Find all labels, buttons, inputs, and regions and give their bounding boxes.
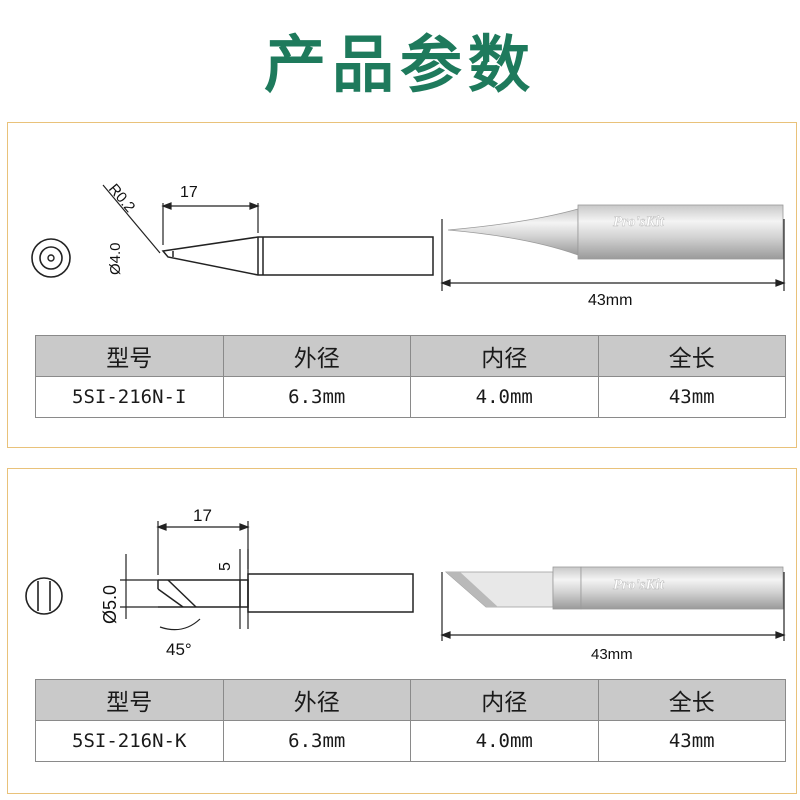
tip-photo-i: Pro'sKit: [447, 204, 784, 260]
page-title: 产品参数: [263, 28, 536, 101]
dim-label-length: 17: [193, 506, 212, 525]
tip-photo-k: Pro'sKit: [444, 566, 784, 610]
col-outer-diameter: 外径: [222, 679, 411, 721]
dim-line-43: [440, 572, 786, 641]
product-panel-k: 17 5 Ø5.0 45° Pro'sKit: [7, 468, 797, 794]
dim-label-edge: 5: [217, 562, 234, 571]
cell-outer-diameter: 6.3mm: [222, 376, 411, 418]
col-inner-diameter: 内径: [410, 679, 599, 721]
spec-table-k: 型号 外径 内径 全长 5SI-216N-K 6.3mm 4.0mm 43mm: [35, 679, 786, 762]
dim-label-total: 43mm: [588, 292, 632, 309]
spec-table-i: 型号 外径 内径 全长 5SI-216N-I 6.3mm 4.0mm 43mm: [35, 335, 786, 418]
spec-value-row: 5SI-216N-I 6.3mm 4.0mm 43mm: [35, 376, 786, 418]
radius-leader: [102, 184, 161, 254]
col-outer-diameter: 外径: [222, 335, 411, 377]
dim-line-17: [156, 521, 250, 575]
col-inner-diameter: 内径: [410, 335, 599, 377]
cell-length: 43mm: [597, 720, 786, 762]
dim-label-angle: 45°: [166, 640, 192, 659]
product-panel-i: 17 R0.2 Ø4.0 Pro'sKit 43mm 型号 外径 内径 全长 5: [7, 122, 797, 448]
dim-line-43: [440, 219, 786, 291]
brand-logo: Pro'sKit: [613, 214, 665, 230]
dim-line-diameter: [120, 554, 158, 619]
col-length: 全长: [597, 679, 786, 721]
col-model: 型号: [35, 679, 224, 721]
end-view-icon: [25, 577, 63, 615]
cell-length: 43mm: [597, 376, 786, 418]
cell-inner-diameter: 4.0mm: [410, 720, 599, 762]
angle-arc: [159, 618, 201, 631]
col-model: 型号: [35, 335, 224, 377]
dim-label-length: 17: [180, 184, 198, 201]
brand-logo: Pro'sKit: [613, 577, 665, 593]
dim-label-diameter: Ø4.0: [107, 242, 124, 275]
dim-label-total: 43mm: [591, 646, 633, 663]
dim-label-radius: R0.2: [105, 181, 138, 216]
cell-model: 5SI-216N-I: [35, 376, 224, 418]
dim-label-diameter: Ø5.0: [100, 585, 120, 624]
dim-line-5: [239, 549, 249, 629]
cell-outer-diameter: 6.3mm: [222, 720, 411, 762]
cell-inner-diameter: 4.0mm: [410, 376, 599, 418]
tip-drawing-k: 17 5 Ø5.0 45° Pro'sKit: [25, 506, 786, 663]
spec-header-row: 型号 外径 内径 全长: [35, 679, 786, 721]
tip-drawing-i: 17 R0.2 Ø4.0 Pro'sKit 43mm: [31, 181, 786, 309]
col-length: 全长: [597, 335, 786, 377]
side-view-outline: [157, 573, 414, 613]
end-view-icon: [31, 238, 71, 278]
spec-header-row: 型号 外径 内径 全长: [35, 335, 786, 377]
spec-value-row: 5SI-216N-K 6.3mm 4.0mm 43mm: [35, 720, 786, 762]
dim-line-17: [161, 202, 260, 245]
cell-model: 5SI-216N-K: [35, 720, 224, 762]
side-view-outline: [161, 236, 434, 276]
